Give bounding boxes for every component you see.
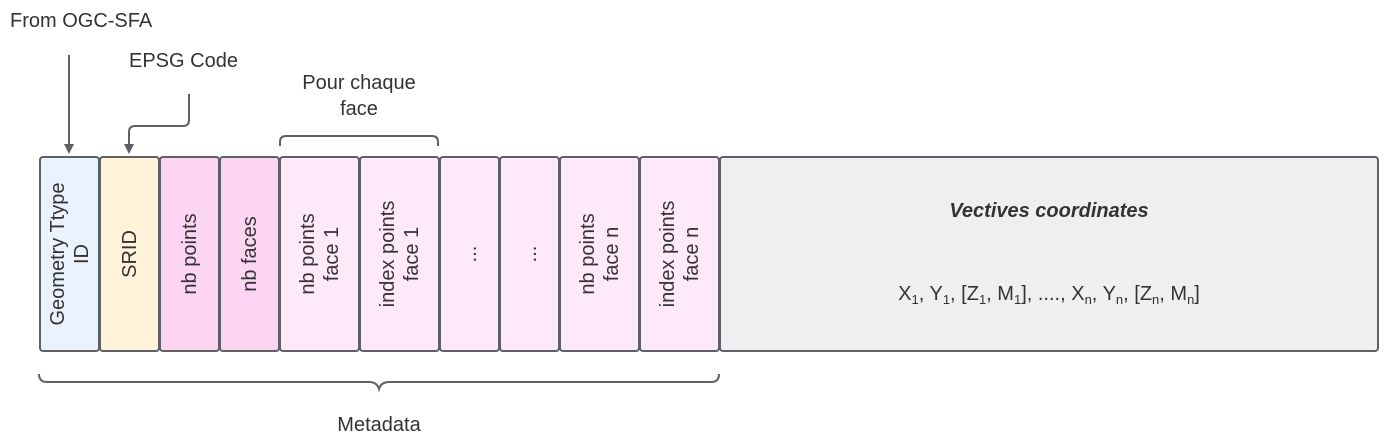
ellipsis-cell-1: ... — [439, 156, 500, 352]
index-points-face-n-text: index points face n — [656, 200, 703, 308]
srid-text: SRID — [118, 230, 141, 278]
metadata-label: Metadata — [337, 414, 421, 436]
index-points-face-1-cell: index points face 1 — [359, 156, 440, 352]
geometry-type-id-text: Geometry Ttype ID — [46, 182, 93, 326]
pour-chaque-face-brace — [279, 135, 439, 146]
vectives-coordinates-title: Vectives coordinates — [949, 200, 1149, 222]
metadata-brace — [38, 373, 720, 393]
index-points-face-n-cell: index points face n — [639, 156, 720, 352]
nb-faces-cell: nb faces — [219, 156, 280, 352]
coordinates-formula: X1, Y1, [Z1, M1], ...., Xn, Yn, [Zn, Mn] — [898, 283, 1200, 307]
pour-chaque-face-label: Pour chaque face — [259, 70, 459, 122]
nb-points-face-n-cell: nb points face n — [559, 156, 640, 352]
geometry-type-id-cell: Geometry Ttype ID — [39, 156, 100, 352]
index-points-face-1-text: index points face 1 — [376, 200, 423, 308]
nb-faces-text: nb faces — [238, 216, 261, 292]
pour-chaque-line: Pour chaque — [302, 72, 416, 94]
face-line: face — [340, 98, 378, 120]
srid-cell: SRID — [99, 156, 160, 352]
nb-points-cell: nb points — [159, 156, 220, 352]
nb-points-face-n-text: nb points face n — [576, 213, 623, 295]
epsg-code-label: EPSG Code — [129, 50, 238, 72]
ellipsis-text-1: ... — [458, 245, 481, 263]
ellipsis-cell-2: ... — [499, 156, 560, 352]
nb-points-face-1-cell: nb points face 1 — [279, 156, 360, 352]
vectives-coordinates-box: Vectives coordinates X1, Y1, [Z1, M1], .… — [719, 156, 1379, 352]
ellipsis-text-2: ... — [518, 245, 541, 263]
nb-points-face-1-text: nb points face 1 — [296, 213, 343, 295]
from-ogc-sfa-label: From OGC-SFA — [10, 10, 153, 32]
nb-points-text: nb points — [178, 213, 201, 295]
epsg-arrow — [124, 94, 190, 154]
